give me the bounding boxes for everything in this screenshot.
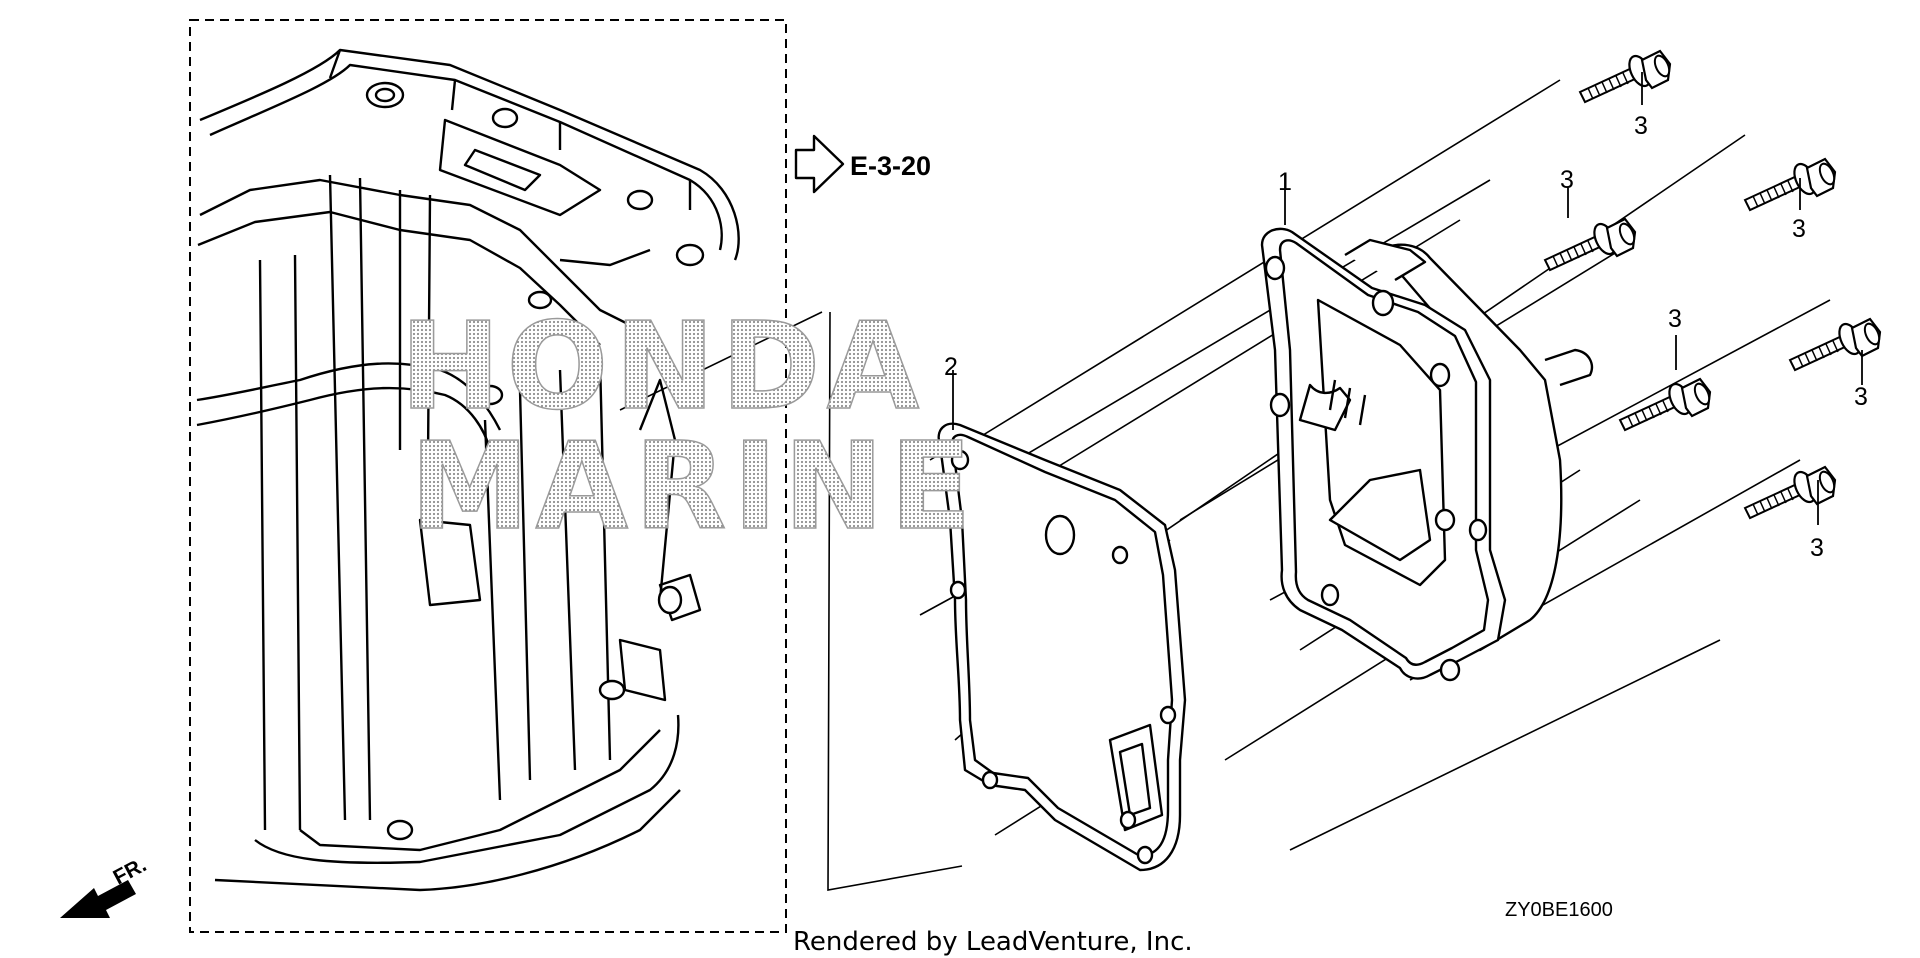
extension-case-bolt-holes xyxy=(365,81,705,841)
reference-frame xyxy=(189,19,787,933)
exhaust-cover-part-1 xyxy=(1260,227,1594,682)
callout-numbers: 1 2 3 3 3 3 3 3 xyxy=(944,112,1868,562)
extension-case-drawing xyxy=(196,48,740,892)
callout-leaders xyxy=(952,72,1863,525)
callout-3b: 3 xyxy=(1560,166,1574,194)
reference-arrow-icon xyxy=(794,134,845,194)
callout-3d: 3 xyxy=(1668,305,1682,333)
callout-3f: 3 xyxy=(1810,534,1824,562)
callout-3a: 3 xyxy=(1634,112,1648,140)
callout-3e: 3 xyxy=(1854,383,1868,411)
callout-3c: 3 xyxy=(1792,215,1806,243)
front-label: FR. xyxy=(110,853,151,889)
front-arrow-icon xyxy=(60,880,136,918)
reference-link-label: E-3-20 xyxy=(850,151,931,181)
render-credit: Rendered by LeadVenture, Inc. xyxy=(793,927,1193,957)
svg-text:MARINE: MARINE xyxy=(410,418,978,557)
watermark: HONDA MARINE xyxy=(399,297,978,558)
callout-1: 1 xyxy=(1278,168,1292,196)
front-direction-indicator: FR. xyxy=(60,853,150,918)
diagram-code: ZY0BE1600 xyxy=(1505,899,1613,921)
gasket-part-2 xyxy=(937,422,1187,872)
svg-text:HONDA: HONDA xyxy=(400,298,925,437)
flange-bolts-part-3 xyxy=(1543,49,1884,520)
reference-link-e-3-20[interactable]: E-3-20 xyxy=(794,134,931,194)
callout-2: 2 xyxy=(944,353,958,381)
